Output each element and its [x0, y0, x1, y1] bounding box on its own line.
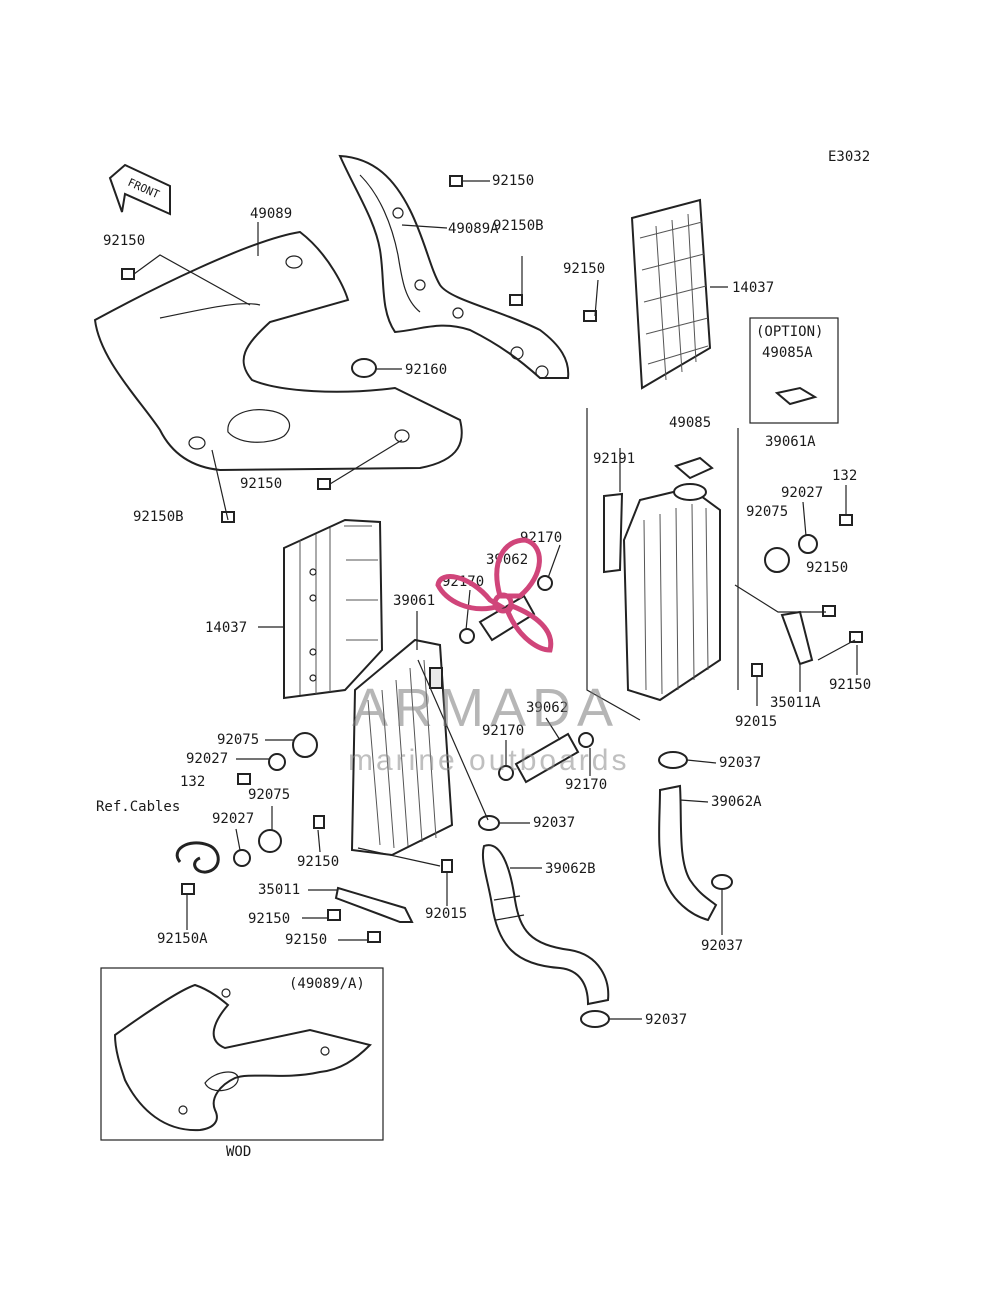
label-92170-c: 92170: [482, 723, 524, 739]
hose-39062-upper-part: [478, 594, 536, 642]
label-92150-top-left: 92150: [103, 233, 145, 249]
label-92015-left: 92015: [425, 906, 467, 922]
label-92150-c1: 92150: [297, 854, 339, 870]
label-35011A: 35011A: [770, 695, 821, 711]
label-39061A: 39061A: [765, 434, 816, 450]
clamp-92037-d-part: [711, 874, 733, 890]
collar-92027-b-part: [233, 849, 251, 867]
label-92150-mid: 92150: [563, 261, 605, 277]
grommet-92075-a-part: [292, 732, 318, 758]
hose-92191-part: [603, 492, 624, 574]
hose-39062-lower-part: [514, 732, 580, 784]
label-132-right: 132: [832, 468, 857, 484]
clamp-92170-a-part: [537, 575, 553, 591]
label-35011: 35011: [258, 882, 300, 898]
label-39062-b: 39062: [526, 700, 568, 716]
clamp-92037-c-part: [658, 751, 688, 769]
option-box-part: 49085A: [762, 345, 813, 361]
watermark-brand: ARMADA: [352, 678, 619, 738]
label-39062A: 39062A: [711, 794, 762, 810]
label-92150B-mid: 92150B: [493, 218, 544, 234]
mount-49085-part: [674, 456, 714, 480]
label-14037-left: 14037: [205, 620, 247, 636]
collar-92027-a-part: [268, 753, 286, 771]
label-92027-l2: 92027: [212, 811, 254, 827]
left-radiator-grille-part: [283, 518, 384, 700]
label-92075-l2: 92075: [248, 787, 290, 803]
label-92170-d: 92170: [565, 777, 607, 793]
label-92150-shroud: 92150: [240, 476, 282, 492]
label-92160: 92160: [405, 362, 447, 378]
armada-watermark: ARMADA marine outboards: [348, 537, 629, 777]
label-132-left: 132: [180, 774, 205, 790]
collar-92027-c-part: [798, 534, 818, 554]
hose-39062B-part: [482, 844, 610, 1006]
label-92037-d: 92037: [701, 938, 743, 954]
bolts: [121, 175, 863, 943]
label-92150-r1: 92150: [806, 560, 848, 576]
diagram-code: E3032: [828, 149, 870, 165]
left-radiator-part: [350, 638, 454, 857]
label-49089: 49089: [250, 206, 292, 222]
shroud-bracket-part: [338, 154, 570, 379]
bracket-35011A-part: [780, 610, 814, 666]
clamp-92170-d-part: [578, 732, 594, 748]
label-92037-b: 92037: [645, 1012, 687, 1028]
label-92150-c2: 92150: [248, 911, 290, 927]
label-92150-c3: 92150: [285, 932, 327, 948]
label-92150B-left: 92150B: [133, 509, 184, 525]
label-92150-r2: 92150: [829, 677, 871, 693]
propeller-logo-icon: [435, 537, 554, 653]
part-labels: 49089 92150 92150 49089A 92150B 92150 14…: [96, 173, 871, 1028]
label-39062-a: 39062: [486, 552, 528, 568]
hose-39062A-part: [658, 784, 718, 922]
watermark-tagline: marine outboards: [348, 744, 629, 777]
grommet-92075-c-part: [764, 547, 790, 573]
grommet-92160-part: [351, 358, 377, 378]
label-92027-l1: 92027: [186, 751, 228, 767]
label-92037-a: 92037: [533, 815, 575, 831]
label-92075-right: 92075: [746, 504, 788, 520]
bracket-35011-part: [334, 886, 414, 923]
label-14037-right: 14037: [732, 280, 774, 296]
option-box: (OPTION) 49085A: [749, 317, 839, 424]
label-49089A: 49089A: [448, 221, 499, 237]
front-arrow-icon: FRONT: [108, 163, 171, 216]
label-39061: 39061: [393, 593, 435, 609]
ref-cable-part: [175, 841, 220, 874]
left-shroud-part: [93, 230, 463, 472]
right-radiator-grille-part: [630, 198, 712, 390]
right-radiator-part: [622, 483, 721, 702]
label-92150A: 92150A: [157, 931, 208, 947]
label-92191: 92191: [593, 451, 635, 467]
inset-box-title: (49089/A): [289, 976, 365, 992]
leader-lines: [133, 180, 858, 1020]
clamp-92037-b-part: [580, 1010, 610, 1028]
label-92037-c: 92037: [719, 755, 761, 771]
label-92075-l1: 92075: [217, 732, 259, 748]
inset-box: (49089/A): [100, 967, 384, 1141]
label-49085: 49085: [669, 415, 711, 431]
grommet-92075-b-part: [258, 829, 282, 853]
label-92015-right: 92015: [735, 714, 777, 730]
label-92150-top: 92150: [492, 173, 534, 189]
inset-caption: WOD: [226, 1144, 251, 1160]
clamp-92037-a-part: [478, 815, 500, 831]
clamp-92170-b-part: [459, 628, 475, 644]
label-92027-right: 92027: [781, 485, 823, 501]
label-39062B: 39062B: [545, 861, 596, 877]
label-ref-cables: Ref.Cables: [96, 799, 180, 815]
option-box-title: (OPTION): [756, 324, 823, 340]
